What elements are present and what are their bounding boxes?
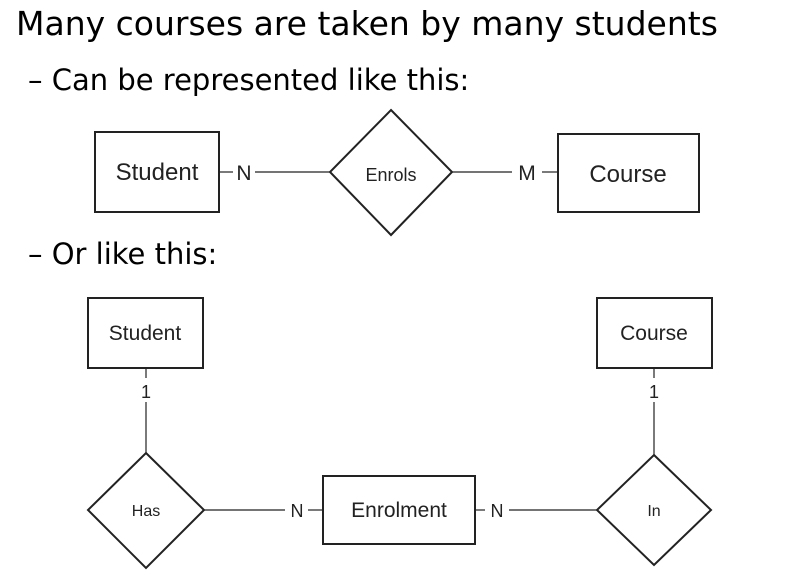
entity-enrolment-label: Enrolment (351, 499, 447, 522)
cardinality-enrolment-left-label: N (291, 501, 304, 521)
entity-course-2-label: Course (620, 322, 688, 345)
bullet-first-representation: – Can be represented like this: (28, 63, 470, 97)
cardinality-m-label: M (518, 162, 536, 185)
entity-course (557, 133, 700, 213)
cardinality-student-label: 1 (141, 382, 151, 402)
entity-student (94, 131, 220, 213)
cardinality-n-label: N (236, 162, 251, 185)
cardinality-course-label: 1 (649, 382, 659, 402)
entity-course-label: Course (589, 161, 666, 188)
bullet-second-representation: – Or like this: (28, 237, 218, 271)
cardinality-enrolment-right-label: N (491, 501, 504, 521)
entity-course-2 (596, 297, 713, 369)
relationship-enrols-label: Enrols (365, 165, 416, 185)
diagram-many-to-many: Student N Enrols M Course (94, 108, 700, 237)
relationship-has-label: Has (132, 503, 160, 520)
diagram-associative-entity: Student 1 Course 1 Has N Enrolment N In (86, 297, 713, 570)
slide-title: Many courses are taken by many students (16, 4, 718, 43)
relationship-has (86, 451, 206, 570)
entity-enrolment (322, 475, 476, 545)
relationship-in (595, 453, 713, 567)
entity-student-2-label: Student (109, 322, 182, 345)
relationship-enrols (328, 108, 454, 237)
relationship-in-label: In (647, 503, 660, 520)
entity-student-2 (87, 297, 204, 369)
entity-student-label: Student (116, 159, 199, 186)
